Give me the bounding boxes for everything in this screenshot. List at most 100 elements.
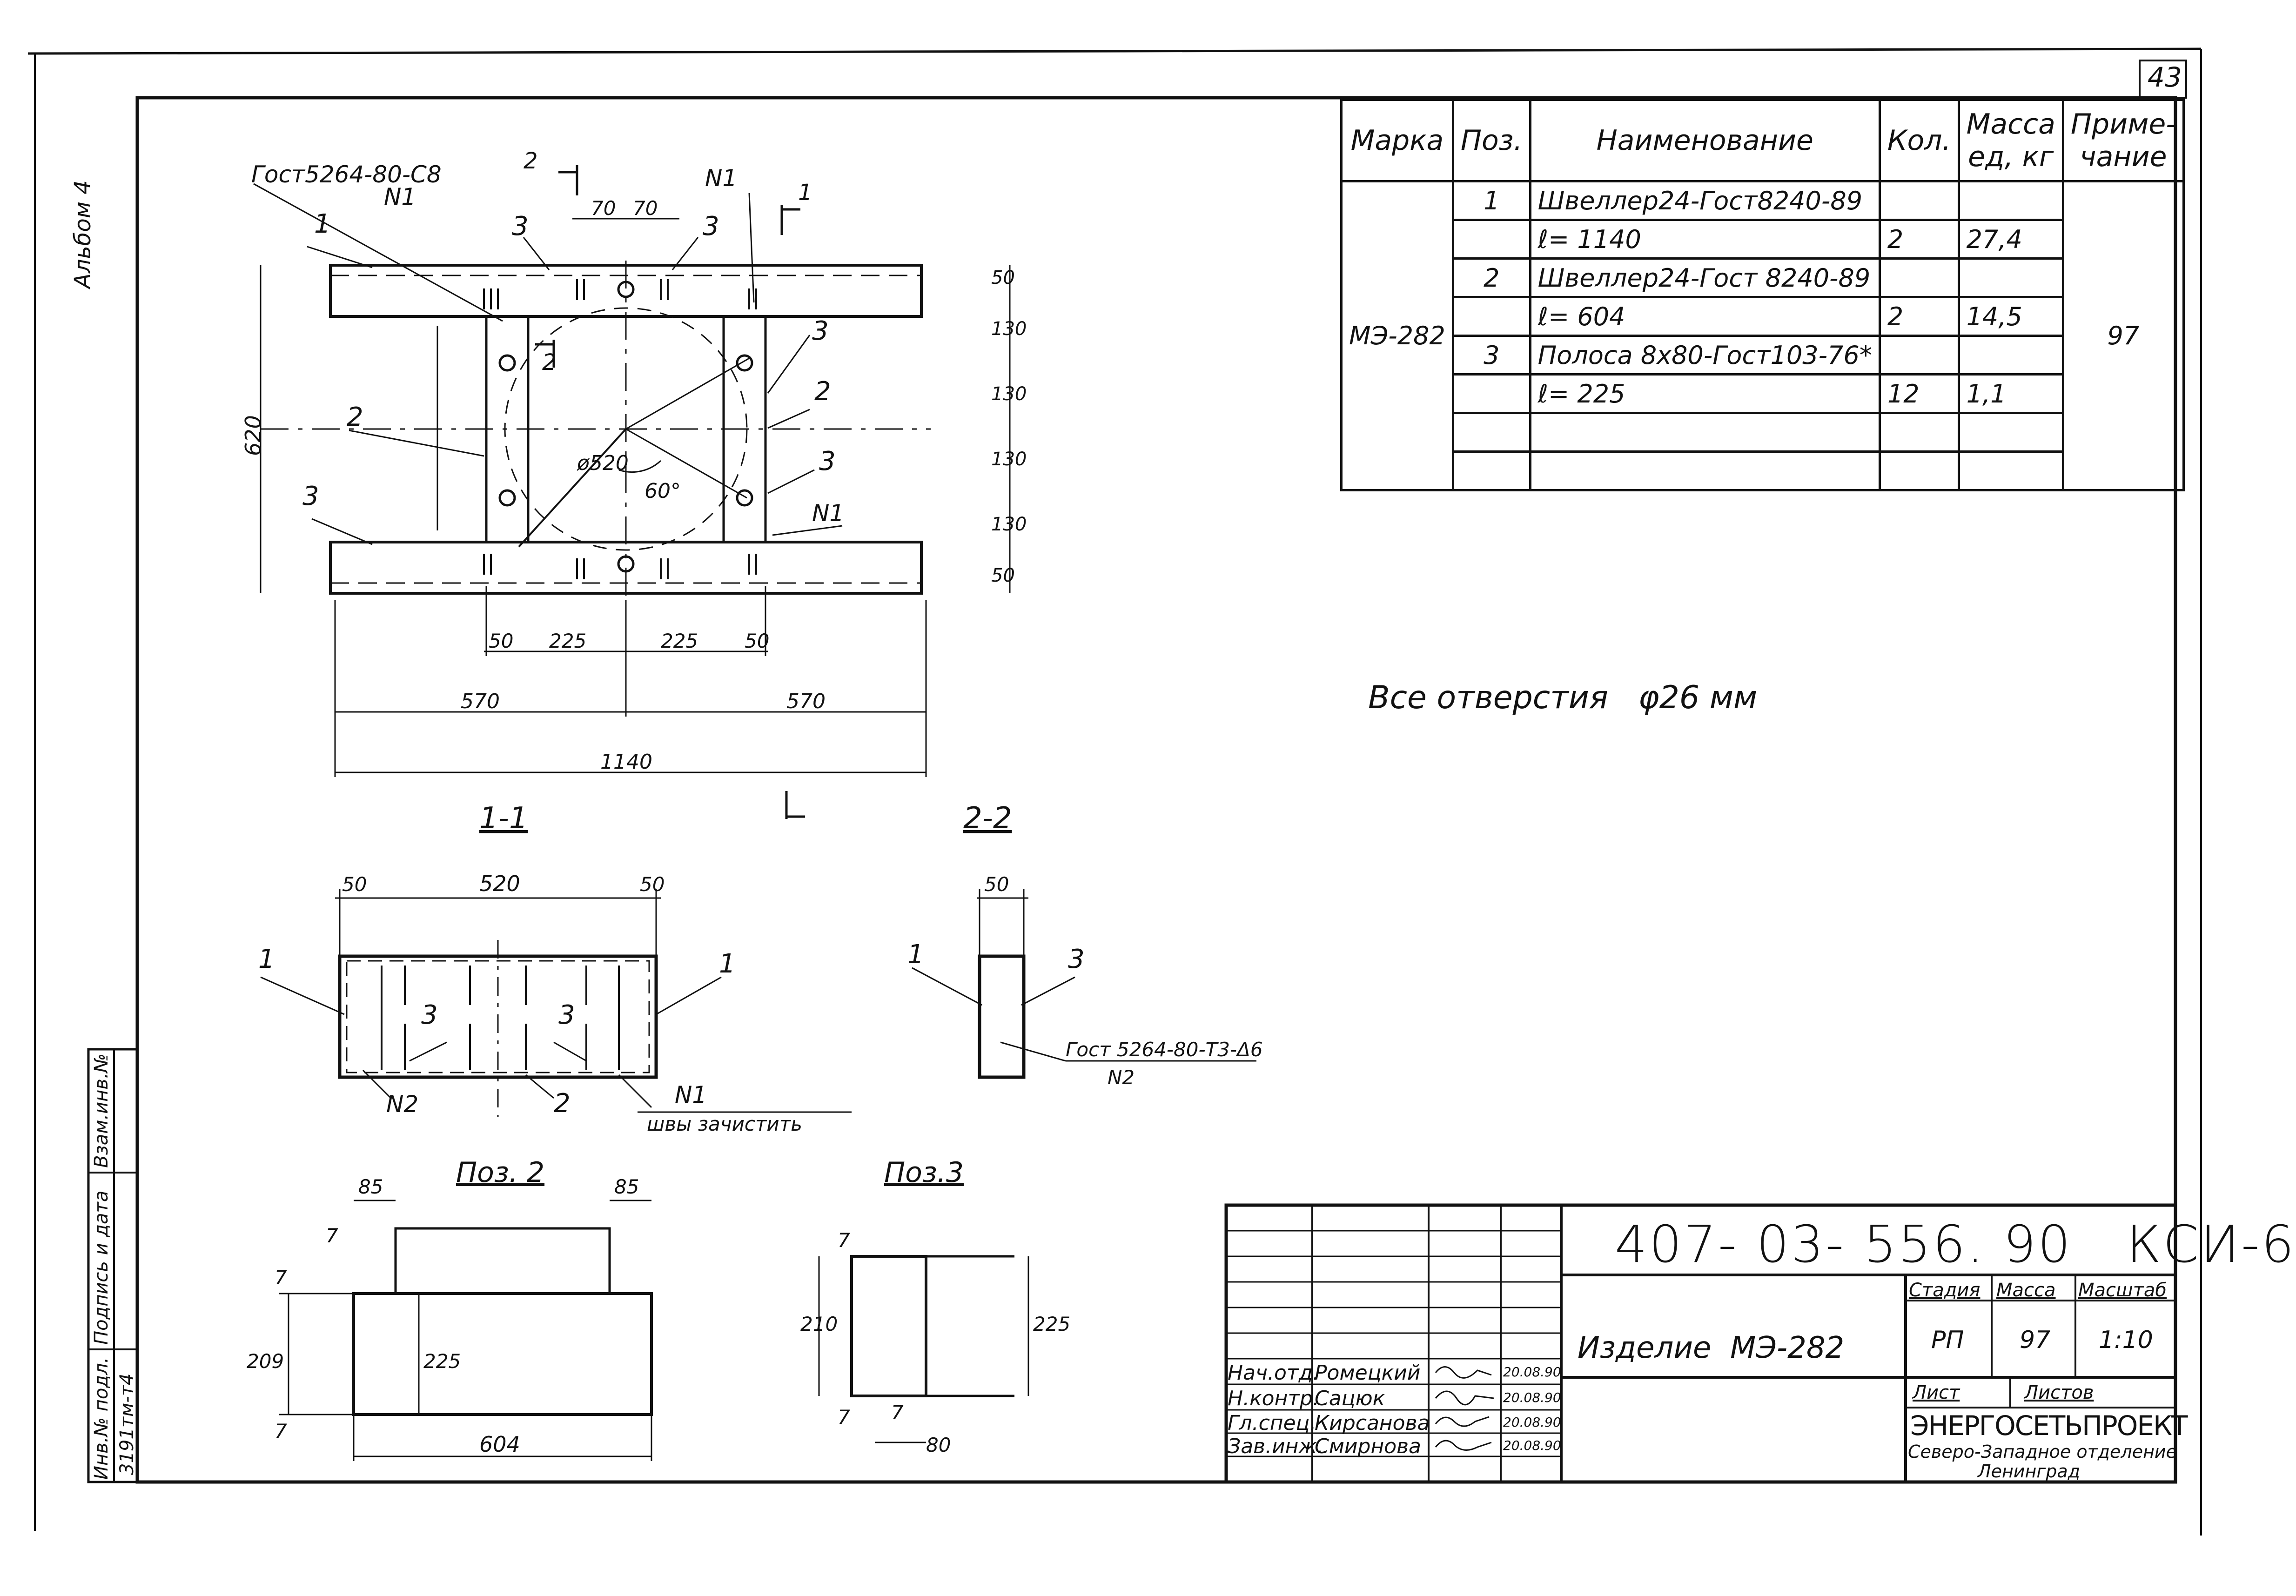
dim-1140: 1140 xyxy=(600,750,652,774)
spec-pos: 3 xyxy=(1451,335,1531,376)
pos3-dim-225: 225 xyxy=(1033,1313,1070,1335)
spec-qty xyxy=(1878,335,1960,376)
pos2-dim-209: 209 xyxy=(247,1350,284,1373)
plan-cut2-label: 2 xyxy=(524,148,538,174)
dim-70a: 70 xyxy=(591,197,616,220)
section-2-2-body xyxy=(978,954,1026,1079)
plan-pos1-label: 1 xyxy=(314,209,331,239)
pos2-dim-85a: 85 xyxy=(358,1175,383,1198)
s11-dim-50a: 50 xyxy=(342,873,367,896)
spec-mass xyxy=(1957,335,2064,376)
spec-qty xyxy=(1878,450,1960,491)
pos3-dim-80: 80 xyxy=(926,1434,951,1456)
sheets-label: Листов xyxy=(2024,1382,2094,1403)
plan-pos3b-label: 3 xyxy=(703,211,719,241)
spec-h-mass: Масса ед, кг xyxy=(1957,99,2064,182)
sections-view: 1-1 2-2 50 520 50 1 1 3 3 N2 2 N1 швы за… xyxy=(258,791,1263,1135)
s22-dim-50: 50 xyxy=(984,873,1009,896)
s11-n1: N1 xyxy=(675,1081,707,1108)
plan-cut1-label: 1 xyxy=(798,180,812,206)
spec-qty: 2 xyxy=(1878,219,1960,260)
spec-name: ℓ= 225 xyxy=(1529,373,1881,414)
dim-225b: 225 xyxy=(661,630,698,652)
spec-header-row: Марка Поз. Наименование Кол. Масса ед, к… xyxy=(1340,99,2185,182)
dim-570a: 570 xyxy=(461,690,500,713)
product-name: Изделие МЭ-282 xyxy=(1578,1331,1845,1365)
signer-date-2: 20.08.90 xyxy=(1503,1390,1561,1405)
spec-mass xyxy=(1957,450,2064,491)
pos2-dim-225: 225 xyxy=(423,1350,461,1373)
spec-mass: 14,5 xyxy=(1957,296,2064,337)
dim-v130b: 130 xyxy=(991,383,1027,405)
mass-value: 97 xyxy=(2020,1326,2051,1354)
pos2-dim-7a: 7 xyxy=(326,1224,338,1247)
spec-mass: 27,4 xyxy=(1957,219,2064,260)
s11-pos1a: 1 xyxy=(258,944,275,974)
pos3-dim-7b: 7 xyxy=(838,1406,850,1428)
pos2-dim-7b: 7 xyxy=(275,1266,287,1289)
pos3-dim-7a: 7 xyxy=(838,1229,850,1252)
pos2-dim-7c: 7 xyxy=(275,1420,287,1442)
dim-v50a: 50 xyxy=(991,267,1015,288)
s11-pos2: 2 xyxy=(554,1088,571,1119)
details-view: Поз. 2 Поз.3 85 85 7 7 7 209 225 604 7 7… xyxy=(247,1156,1070,1461)
pos2-dim-85b: 85 xyxy=(614,1175,639,1198)
plan-pos3c-label: 3 xyxy=(812,316,829,346)
spec-qty xyxy=(1878,257,1960,298)
spec-pos: 2 xyxy=(1451,257,1531,298)
spec-pos xyxy=(1451,412,1531,453)
spec-h-qty: Кол. xyxy=(1878,99,1960,182)
signer-role-3: Гл.спец. xyxy=(1228,1411,1316,1435)
plan-diam-label: ø520 xyxy=(577,451,629,475)
sheet-number: 43 xyxy=(2148,61,2182,93)
s22-pos1: 1 xyxy=(907,939,924,970)
signer-role-1: Нач.отд. xyxy=(1228,1361,1319,1385)
plan-n1b-label: N1 xyxy=(812,500,844,527)
spec-h-pos: Поз. xyxy=(1451,99,1531,182)
s11-n2: N2 xyxy=(386,1091,418,1118)
signer-date-4: 20.08.90 xyxy=(1503,1438,1561,1453)
org-city: Ленинград xyxy=(1978,1461,2080,1482)
org-name: ЭНЕРГОСЕТЬПРОЕКТ xyxy=(1910,1410,2188,1442)
signatures xyxy=(1435,1366,1494,1451)
drawing-frame xyxy=(27,47,2202,1536)
mass-label: Масса xyxy=(1996,1280,2056,1301)
s11-dim-50b: 50 xyxy=(640,873,665,896)
dim-v130d: 130 xyxy=(991,514,1027,535)
s22-n2: N2 xyxy=(1108,1066,1135,1089)
s11-dim-520: 520 xyxy=(479,871,520,896)
spec-qty xyxy=(1878,412,1960,453)
plan-cut2b-label: 2 xyxy=(542,349,557,376)
spec-name xyxy=(1529,412,1881,453)
spec-mass xyxy=(1957,180,2064,221)
dim-v130c: 130 xyxy=(991,449,1027,470)
dim-570b: 570 xyxy=(786,690,826,713)
spec-qty: 2 xyxy=(1878,296,1960,337)
spec-table: Марка Поз. Наименование Кол. Масса ед, к… xyxy=(1340,99,2185,491)
spec-mass xyxy=(1957,257,2064,298)
side-stamp-frame xyxy=(87,1048,139,1483)
sheet-label: Лист xyxy=(1913,1382,1960,1403)
holes-note: Все отверстия φ26 мм xyxy=(1368,679,1758,716)
pos3-body xyxy=(850,1255,927,1397)
plan-pos2a-label: 2 xyxy=(814,376,831,407)
dim-50b: 50 xyxy=(745,630,769,652)
s11-pos3a: 3 xyxy=(421,1000,438,1030)
plan-gost-label: Гост5264-80-С8 xyxy=(251,161,442,188)
spec-pos xyxy=(1451,373,1531,414)
pos3-dim-7c: 7 xyxy=(891,1401,904,1424)
spec-pos: 1 xyxy=(1451,180,1531,221)
scale-label: Масштаб xyxy=(2078,1280,2167,1301)
signer-role-2: Н.контр. xyxy=(1228,1387,1319,1410)
s22-gost: Гост 5264-80-Т3-Δ6 xyxy=(1066,1038,1263,1061)
spec-name: ℓ= 1140 xyxy=(1529,219,1881,260)
pos2-dim-604: 604 xyxy=(479,1432,520,1457)
spec-h-note: Приме-чание xyxy=(2061,99,2185,182)
plan-pos3e-label: 3 xyxy=(302,481,319,511)
signer-name-2: Сацюк xyxy=(1315,1387,1385,1410)
spec-h-name: Наименование xyxy=(1529,99,1881,182)
section-1-1-title: 1-1 xyxy=(479,801,528,836)
